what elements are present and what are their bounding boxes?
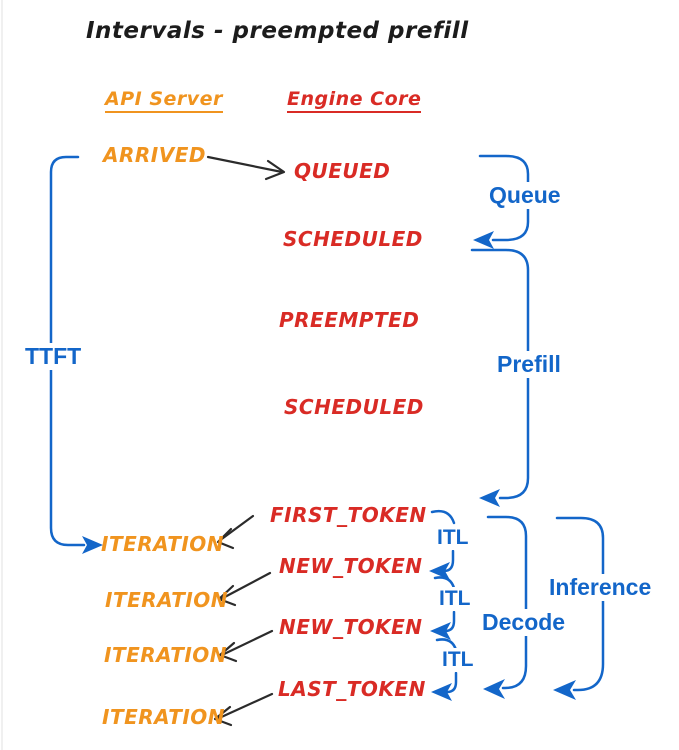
interval-ttft-label: TTFT — [22, 343, 85, 370]
event-new-token-1: NEW_TOKEN — [279, 554, 423, 578]
page-edge-divider — [1, 0, 3, 750]
event-scheduled-2: SCHEDULED — [284, 395, 424, 419]
event-new-token-2: NEW_TOKEN — [279, 615, 423, 639]
event-queued: QUEUED — [294, 159, 391, 183]
last-token-to-iteration-arrow — [213, 692, 274, 727]
interval-itl-1-label: ITL — [434, 526, 472, 550]
interval-queue-label: Queue — [486, 182, 564, 209]
event-first-token: FIRST_TOKEN — [270, 503, 427, 527]
interval-itl-2-label: ITL — [436, 587, 474, 611]
event-iteration-2: ITERATION — [105, 588, 229, 612]
itl3-bracket-arrow — [431, 638, 458, 701]
interval-inference-label: Inference — [546, 574, 655, 601]
interval-decode-label: Decode — [479, 609, 569, 636]
event-preempted: PREEMPTED — [279, 308, 420, 332]
itl1-bracket-arrow — [429, 509, 456, 580]
event-last-token: LAST_TOKEN — [278, 677, 426, 701]
interval-prefill-label: Prefill — [494, 351, 564, 378]
first-token-to-iteration-arrow — [216, 514, 255, 550]
interval-itl-3-label: ITL — [439, 648, 477, 672]
api-server-column-header: API Server — [105, 88, 223, 113]
inference-bracket-arrow — [553, 516, 605, 700]
new-token2-to-iteration-arrow — [218, 629, 274, 663]
event-iteration-4: ITERATION — [102, 705, 226, 729]
engine-core-column-header: Engine Core — [287, 88, 422, 113]
decode-bracket-arrow — [483, 515, 528, 699]
new-token1-to-iteration-arrow — [217, 571, 272, 607]
arrived-to-queued-arrow — [206, 155, 286, 181]
event-iteration-3: ITERATION — [104, 643, 228, 667]
prefill-bracket-arrow — [470, 248, 530, 507]
itl2-bracket-arrow — [430, 576, 456, 640]
event-arrived: ARRIVED — [103, 143, 206, 167]
event-iteration-1: ITERATION — [101, 532, 225, 556]
event-scheduled-1: SCHEDULED — [283, 227, 423, 251]
diagram-title: Intervals - preempted prefill — [86, 18, 469, 44]
